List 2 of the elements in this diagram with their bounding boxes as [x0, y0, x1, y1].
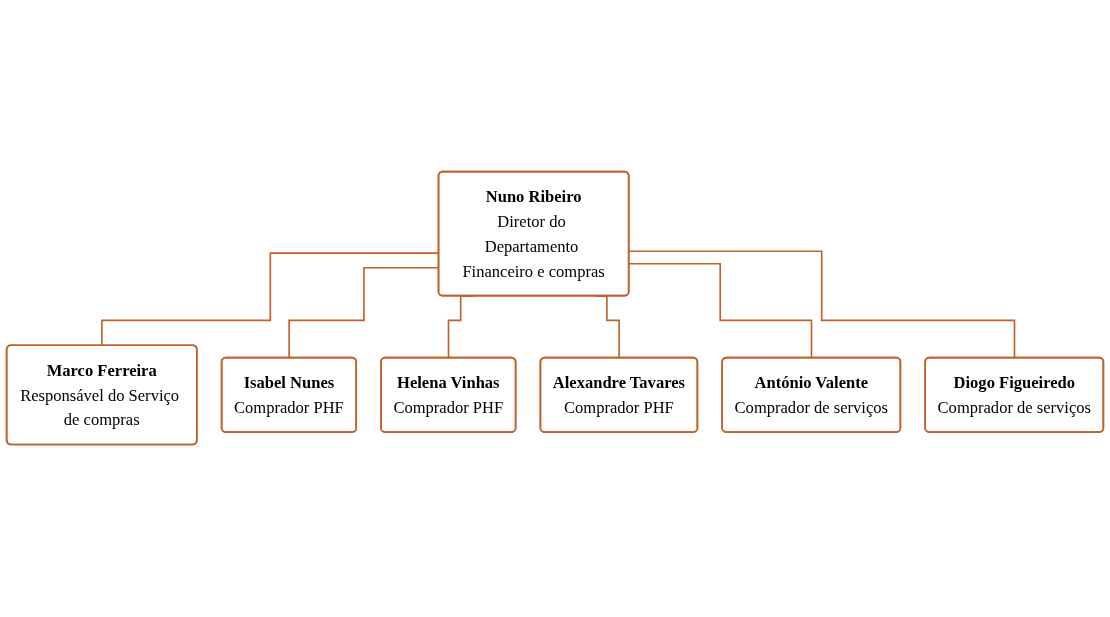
connector [628, 263, 813, 360]
connector [628, 250, 1016, 360]
